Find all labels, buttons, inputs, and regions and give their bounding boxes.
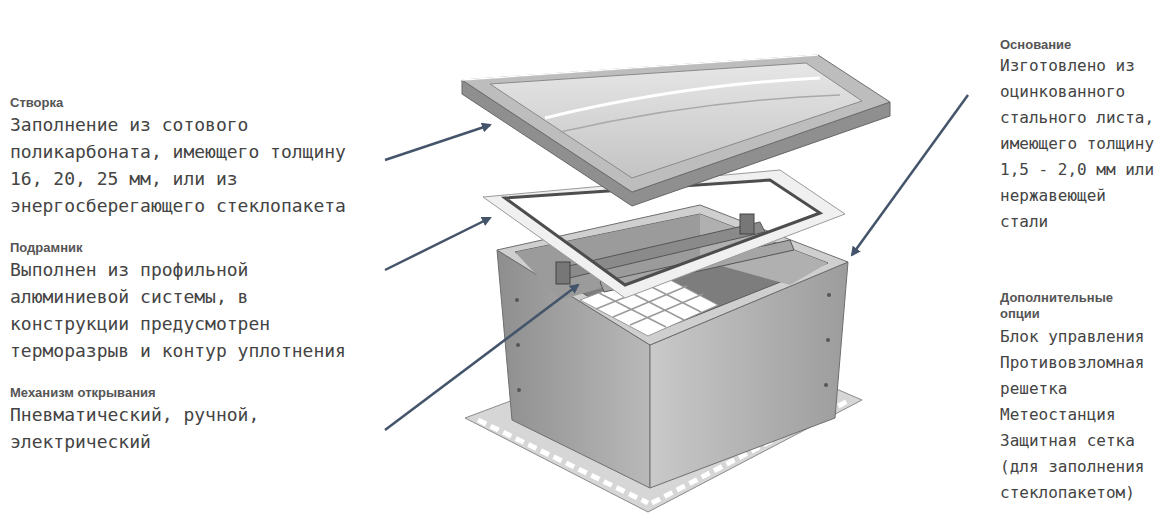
rivet — [515, 298, 519, 302]
lid-frame — [462, 55, 890, 192]
part-heading: Створка — [10, 95, 310, 111]
lid-highlight — [462, 55, 818, 80]
leader-arrow — [385, 125, 490, 160]
lid-dome-line — [560, 95, 840, 132]
part-heading: Основание — [1000, 37, 1157, 53]
part-description: Выполнен из профильной алюминиевой систе… — [10, 256, 372, 364]
leader-arrow — [385, 285, 578, 430]
opening-mechanism — [556, 214, 794, 292]
leader-arrow — [385, 218, 490, 270]
part-description: Заполнение из сотового поликарбоната, им… — [10, 111, 372, 219]
rivet — [517, 388, 521, 392]
option-item: Защитная сетка (для заполнения стеклопак… — [1000, 428, 1157, 506]
part-heading: Подрамник — [10, 240, 310, 256]
part-description: Изготовлено из оцинкованного стального л… — [1000, 53, 1157, 235]
rivet — [824, 383, 828, 387]
option-item: Противовзломная решетка — [1000, 350, 1157, 402]
part-description: Пневматический, ручной, электрический — [10, 401, 372, 455]
leader-arrow — [852, 95, 968, 255]
option-item: Метеостанция — [1000, 402, 1157, 428]
mechanism-bracket — [556, 262, 570, 284]
part-heading: Механизм открывания — [10, 385, 310, 401]
rivet — [516, 343, 520, 347]
part-heading: Дополнительные опции — [1000, 290, 1140, 322]
rivet — [827, 293, 831, 297]
mechanism-bracket — [740, 214, 754, 234]
option-item: Блок управления — [1000, 324, 1157, 350]
rivet — [826, 338, 830, 342]
lid-glazing — [490, 63, 862, 178]
